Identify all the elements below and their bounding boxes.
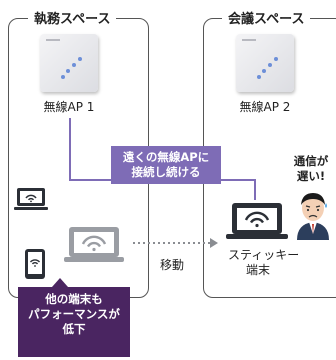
- slow-connection-text: 通信が 遅い!: [288, 154, 334, 184]
- keeps-connecting-line1: 遠くの無線APに: [122, 150, 210, 164]
- sticky-terminal-line2: 端末: [245, 263, 270, 277]
- access-point-1: [40, 34, 98, 92]
- other-devices-callout: 他の端末も パフォーマンスが 低下: [18, 287, 130, 357]
- movement-arrowhead: [210, 238, 218, 248]
- tablet-icon: [25, 249, 45, 279]
- sticky-terminal-line1: スティッキー: [228, 248, 300, 262]
- slow-connection-line1: 通信が: [293, 154, 329, 168]
- access-point-2: [236, 34, 294, 92]
- laptop-icon-small: [14, 188, 48, 210]
- frustrated-user-icon: [297, 193, 329, 240]
- keeps-connecting-callout: 遠くの無線APに 接続し続ける: [111, 146, 221, 184]
- laptop-icon-gray: [64, 227, 124, 262]
- keeps-connecting-line2: 接続し続ける: [131, 165, 201, 179]
- other-devices-line3: 低下: [62, 322, 86, 336]
- ap2-label: 無線AP 2: [239, 100, 291, 114]
- other-devices-line2: パフォーマンスが: [28, 307, 120, 321]
- sticky-terminal-label: スティッキー 端末: [228, 248, 300, 278]
- office-space-title: 執務スペース: [28, 8, 117, 27]
- sticky-terminal-laptop-icon: [226, 203, 288, 239]
- slow-connection-line2: 遅い!: [296, 169, 326, 183]
- meeting-space-title: 会議スペース: [222, 8, 311, 27]
- ap1-label: 無線AP 1: [43, 100, 95, 114]
- other-devices-line1: 他の端末も: [45, 292, 103, 306]
- other-devices-pointer: [52, 278, 68, 287]
- movement-label: 移動: [160, 258, 185, 272]
